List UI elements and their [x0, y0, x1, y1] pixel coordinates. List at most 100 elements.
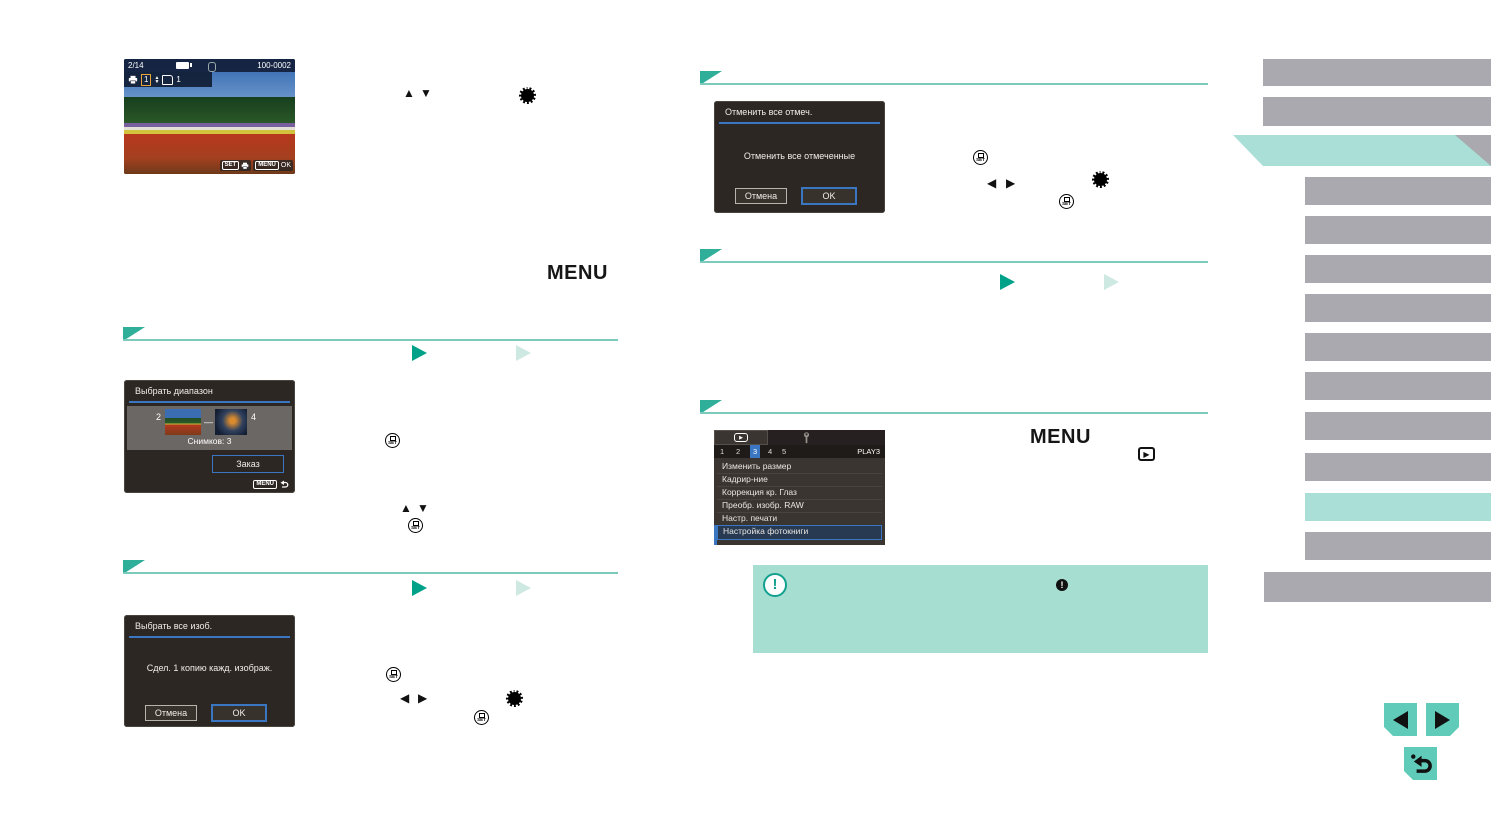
sidebar-item[interactable] — [1305, 333, 1491, 361]
printer-icon — [128, 75, 138, 84]
dialog-message: Отменить все отмеченные — [743, 151, 856, 161]
up-button-icon: ▲ — [400, 501, 412, 515]
dialog-title: Выбрать диапазон — [135, 386, 213, 396]
cancel-button[interactable]: Отмена — [735, 188, 787, 204]
ok-label: OK — [280, 162, 291, 169]
next-arrow-icon — [1435, 711, 1450, 729]
connection-icon — [208, 62, 216, 72]
prev-page-button[interactable] — [1384, 703, 1417, 736]
sidebar-item[interactable] — [1263, 59, 1491, 86]
tab-number: 1 — [720, 447, 725, 456]
print-marker-bar: 1 ▲▼ 1 — [124, 72, 212, 87]
left-button-icon: ◀ — [987, 176, 997, 190]
down-glyph: ▼ — [154, 78, 160, 85]
image-counter: 2/14 — [128, 61, 144, 70]
updown-selector-icon: ▲▼ — [154, 74, 160, 85]
func-set-button-icon: SET — [973, 150, 988, 165]
print-qty-badge: 1 — [141, 73, 152, 86]
menu-back-hint: MENU — [253, 479, 289, 489]
next-page-button[interactable] — [1426, 703, 1459, 736]
up-glyph: ▲ — [154, 74, 160, 81]
sidebar-item[interactable] — [1305, 532, 1491, 560]
section-corner-icon — [700, 71, 722, 85]
sidebar-item[interactable] — [1305, 255, 1491, 283]
func-set-button-icon: SET — [386, 667, 401, 682]
right-button-icon: ▶ — [1006, 176, 1016, 190]
caution-icon: ! — [763, 573, 787, 597]
step-arrow-icon — [1000, 274, 1015, 290]
section-divider — [700, 83, 1208, 85]
menu-item[interactable]: Кадрир-ние — [717, 473, 882, 487]
func-set-button-icon: SET — [1059, 194, 1074, 209]
sidebar-item[interactable] — [1305, 412, 1491, 440]
dialog-message: Сдел. 1 копию кажд. изображ. — [146, 663, 273, 673]
sidebar-chapter-banner[interactable] — [1233, 135, 1491, 166]
select-all-dialog-screenshot: Выбрать все изоб. Сдел. 1 копию кажд. из… — [124, 615, 295, 727]
sidebar-item[interactable] — [1264, 572, 1491, 602]
section-divider — [123, 572, 618, 574]
select-range-dialog-screenshot: Выбрать диапазон 2 — 4 Снимков: 3 Заказ … — [124, 380, 295, 493]
control-dial-icon — [1092, 171, 1109, 188]
sidebar-item[interactable] — [1305, 177, 1491, 205]
menu-tab-numbers: 1 2 3 4 5 PLAY3 — [714, 445, 885, 458]
title-rule — [719, 122, 880, 124]
sidebar-item[interactable] — [1263, 97, 1491, 126]
dialog-title: Выбрать все изоб. — [135, 621, 213, 631]
menu-tab-strip: ▶ — [714, 430, 885, 445]
prev-arrow-icon — [1393, 711, 1408, 729]
copies-qty: 1 — [176, 75, 181, 84]
step-arrow-icon — [412, 580, 427, 596]
section-divider — [700, 412, 1208, 414]
section-corner-icon — [700, 249, 722, 263]
section-corner-icon — [123, 560, 145, 574]
play-triangle: ▶ — [739, 434, 743, 441]
tab-number: 4 — [768, 447, 773, 456]
ok-button[interactable]: OK — [801, 187, 857, 205]
battery-tip-icon — [190, 63, 192, 67]
return-arrow-icon — [280, 480, 289, 488]
dialog-title: Отменить все отмеч. — [725, 107, 813, 117]
menu-item[interactable]: Преобр. изобр. RAW — [717, 499, 882, 513]
menu-item[interactable]: Коррекция кр. Глаз — [717, 486, 882, 500]
up-button-icon: ▲ — [403, 86, 415, 100]
printer-icon — [241, 162, 249, 169]
sidebar-item[interactable] — [1305, 453, 1491, 481]
sidebar-item[interactable] — [1305, 372, 1491, 400]
menu-item[interactable]: Настр. печати — [717, 512, 882, 526]
tab-number: 5 — [782, 447, 787, 456]
title-rule — [129, 401, 290, 403]
menu-key-label: MENU — [255, 161, 279, 170]
sidebar-item[interactable] — [1305, 216, 1491, 244]
photo-forest — [124, 96, 295, 125]
section-corner-icon — [700, 400, 722, 414]
inline-caution-icon: ! — [1056, 579, 1068, 591]
back-button[interactable] — [1404, 747, 1437, 780]
camera-softkey-hints: SET MENU OK — [219, 160, 293, 171]
order-button[interactable]: Заказ — [212, 455, 284, 473]
ok-button[interactable]: OK — [211, 704, 267, 722]
left-button-icon: ◀ — [400, 691, 410, 705]
tab-number-active: 3 — [750, 445, 761, 458]
menu-item[interactable]: Изменить размер — [717, 460, 882, 474]
step-arrow-light-icon — [516, 580, 531, 596]
range-dash: — — [204, 417, 213, 427]
menu-item-selected[interactable]: Настройка фотокниги — [717, 525, 882, 540]
section-divider — [700, 261, 1208, 263]
range-end-number: 4 — [251, 412, 257, 422]
func-set-button-icon: SET — [474, 710, 489, 725]
title-rule — [129, 636, 290, 638]
photo-flower-strip-white — [124, 127, 295, 131]
down-button-icon: ▼ — [417, 501, 429, 515]
menu-key-label: MENU — [253, 479, 277, 489]
copies-icon — [162, 74, 174, 85]
sidebar-item[interactable] — [1305, 294, 1491, 322]
control-dial-icon — [519, 87, 536, 104]
range-end-thumbnail — [215, 409, 247, 435]
range-start-number: 2 — [156, 412, 162, 422]
battery-icon — [176, 62, 189, 69]
menu-button-label: MENU — [547, 262, 608, 284]
camera-menu-screenshot: ▶ 1 2 3 4 5 PLAY3 Изменить размер Кадрир… — [714, 430, 885, 545]
sidebar-item-active[interactable] — [1305, 493, 1491, 521]
step-arrow-light-icon — [516, 345, 531, 361]
cancel-button[interactable]: Отмена — [145, 705, 197, 721]
